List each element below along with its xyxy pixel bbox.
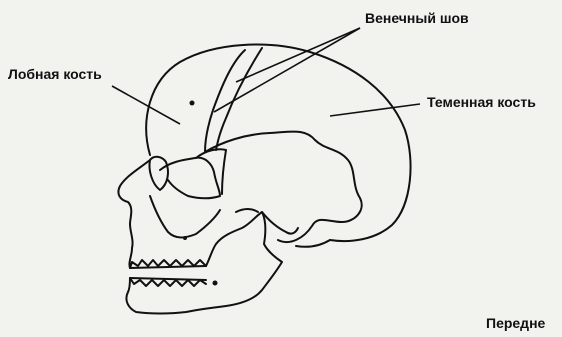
temporal-region [205, 132, 362, 242]
pointer-coronal-2 [214, 28, 360, 112]
temporal-dot [183, 236, 187, 240]
maxilla-ridge [150, 196, 220, 238]
sphenoid-wing [196, 149, 226, 194]
pointer-parietal [330, 104, 420, 116]
coronal-suture-label: Венечный шов [365, 10, 469, 26]
occipital-base [296, 240, 330, 247]
orbit [149, 157, 168, 190]
frontal-bone-label: Лобная кость [8, 66, 102, 82]
teeth-band-top [130, 266, 206, 268]
anterior-label: Передне [486, 315, 545, 331]
frontal-dot [190, 101, 195, 106]
teeth-band-bottom [130, 278, 206, 280]
mandible-ramus [262, 212, 298, 234]
nasal-bone [118, 160, 150, 248]
condyle [236, 209, 258, 212]
pointer-coronal-1 [236, 28, 360, 82]
mental-dot [213, 281, 218, 286]
zygomatic-arch [160, 158, 220, 199]
parietal-bone-label: Теменная кость [427, 94, 536, 110]
